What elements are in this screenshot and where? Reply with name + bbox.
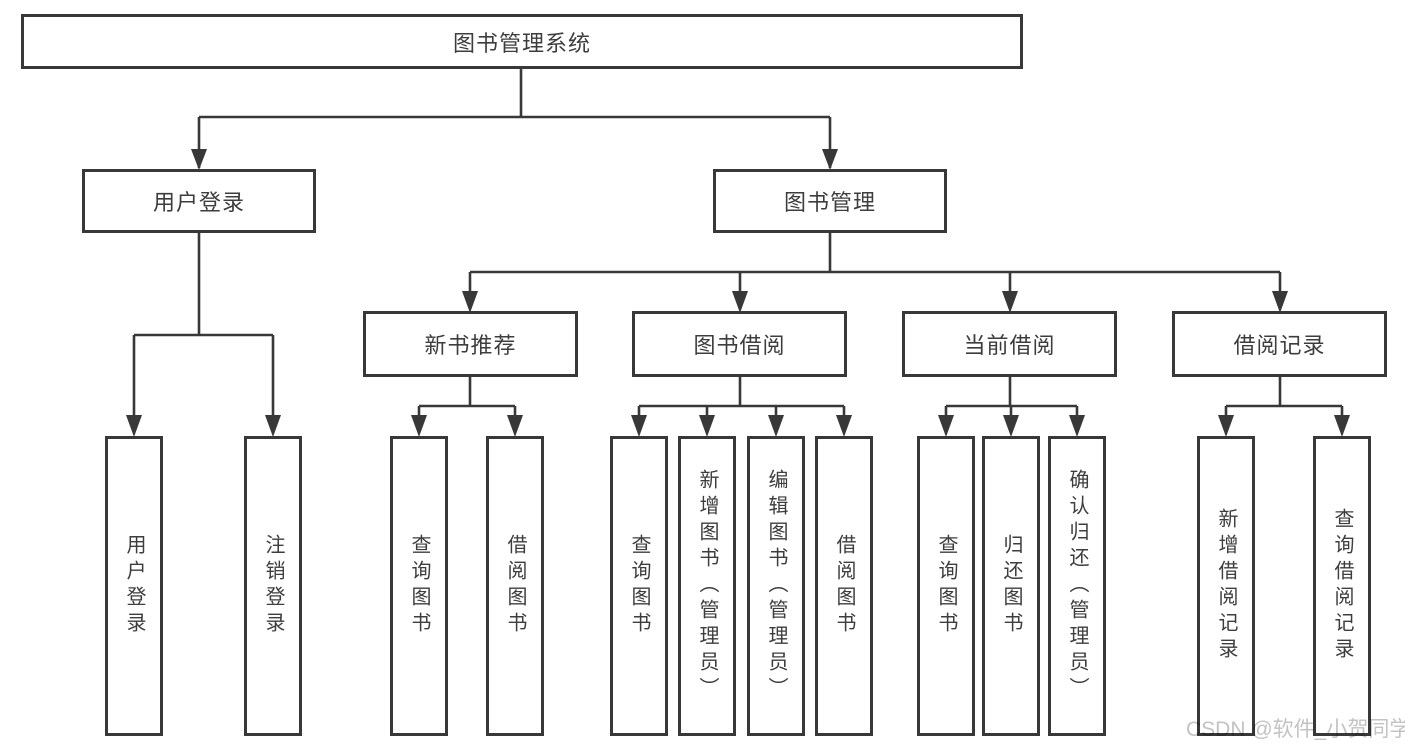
node-new-book-recommendation: 新书推荐 — [363, 311, 578, 377]
leaf-query-books-borrowing: 查询图书 — [610, 436, 668, 736]
leaf-label: 查询借阅记录 — [1331, 508, 1353, 664]
leaf-add-borrow-record: 新增借阅记录 — [1197, 436, 1255, 736]
leaf-logout: 注销登录 — [244, 436, 302, 736]
leaf-edit-books-admin: 编辑图书（管理员） — [747, 436, 805, 736]
leaf-label: 归还图书 — [1000, 534, 1022, 638]
node-library-management-system: 图书管理系统 — [21, 14, 1023, 69]
node-current-borrowing: 当前借阅 — [902, 311, 1117, 377]
node-borrowing-records: 借阅记录 — [1172, 311, 1387, 377]
node-label: 新书推荐 — [424, 333, 517, 358]
leaf-label: 注销登录 — [262, 534, 284, 638]
leaf-user-login: 用户登录 — [105, 436, 163, 736]
leaf-return-books: 归还图书 — [982, 436, 1040, 736]
node-label: 图书借阅 — [693, 333, 786, 358]
leaf-label: 查询图书 — [628, 534, 650, 638]
leaf-label: 确认归还（管理员） — [1066, 469, 1088, 703]
leaf-borrow-books-recommend: 借阅图书 — [486, 436, 544, 736]
leaf-label: 查询图书 — [935, 534, 957, 638]
watermark: CSDN @软件_小贺同学 — [1186, 718, 1405, 741]
node-book-borrowing: 图书借阅 — [632, 311, 847, 377]
leaf-borrow-books: 借阅图书 — [815, 436, 873, 736]
leaf-label: 新增图书（管理员） — [696, 469, 718, 703]
leaf-label: 新增借阅记录 — [1215, 508, 1237, 664]
leaf-query-borrow-record: 查询借阅记录 — [1313, 436, 1371, 736]
leaf-add-books-admin: 新增图书（管理员） — [678, 436, 736, 736]
leaf-confirm-return-admin: 确认归还（管理员） — [1048, 436, 1106, 736]
node-label: 当前借阅 — [963, 333, 1056, 358]
leaf-label: 借阅图书 — [504, 534, 526, 638]
leaf-label: 编辑图书（管理员） — [765, 469, 787, 703]
node-book-management: 图书管理 — [713, 169, 947, 233]
node-user-login: 用户登录 — [82, 169, 316, 233]
leaf-query-books-recommend: 查询图书 — [390, 436, 448, 736]
node-label: 图书管理 — [783, 190, 876, 215]
leaf-query-books-current: 查询图书 — [917, 436, 975, 736]
node-label: 借阅记录 — [1233, 333, 1326, 358]
leaf-label: 借阅图书 — [833, 534, 855, 638]
node-label: 图书管理系统 — [452, 30, 591, 56]
leaf-label: 用户登录 — [123, 534, 145, 638]
node-label: 用户登录 — [152, 190, 245, 215]
leaf-label: 查询图书 — [408, 534, 430, 638]
